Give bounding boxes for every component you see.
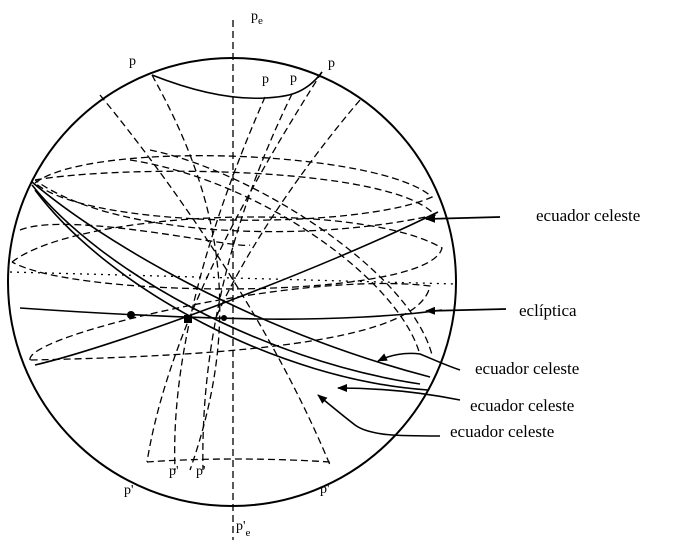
pole-label-top-mid-a: p: [262, 72, 269, 87]
pole-label-top-right: p: [328, 56, 335, 71]
meridian-6: [214, 99, 361, 321]
callout-arrow-equator-1: [425, 214, 501, 223]
ecliptic-point-2: [184, 315, 192, 323]
celestial-equator-3: [34, 189, 429, 391]
pole-label-bottom-mid-b: p': [196, 464, 206, 479]
dotted-horizontal-line: [9, 271, 457, 285]
ecliptic-point-1: [127, 311, 135, 319]
top-chord: [151, 71, 323, 100]
dashed-ellipse-right: [149, 149, 433, 356]
dashed-ellipse-middle: [11, 216, 443, 290]
callout-label-ecliptic: eclíptica: [519, 301, 577, 320]
callout-label-equator-2: ecuador celeste: [475, 359, 579, 378]
callout-label-equator-3: ecuador celeste: [470, 396, 574, 415]
ecliptic-line: [19, 307, 443, 320]
dashed-ellipse-left: [19, 223, 251, 247]
pole-label-bottom-right: p': [320, 482, 330, 497]
pole-label-bottom-mid-a: p': [169, 464, 179, 479]
callout-label-equator-4: ecuador celeste: [450, 422, 554, 441]
pole-label-bottom-left: p': [124, 483, 134, 498]
celestial-equator-2: [31, 184, 421, 385]
pole-label-top-left: p: [129, 54, 136, 69]
pole-label-bottom-axis: p'e: [236, 519, 251, 539]
dashed-ellipse-upper-2: [34, 170, 437, 233]
sphere-outline: [7, 57, 457, 507]
ecliptic-point-3: [221, 315, 227, 321]
meridian-2: [174, 96, 266, 471]
dashed-ellipse-lower: [29, 282, 431, 361]
dashed-ellipse-right-2: [129, 159, 421, 356]
pole-label-top-mid-b: p: [290, 71, 297, 86]
callout-label-equator-1: ecuador celeste: [536, 206, 640, 225]
pole-label-top-axis: pe: [251, 9, 263, 27]
meridian-1: [151, 74, 221, 471]
meridian-5: [99, 94, 331, 466]
callout-arrow-equator-2: [377, 352, 461, 371]
callout-arrow-equator-3: [337, 384, 461, 401]
meridian-4: [146, 71, 323, 463]
celestial-equator-main: [34, 211, 439, 366]
bottom-chord: [146, 458, 331, 463]
celestial-equator-1: [31, 181, 431, 378]
callout-arrow-equator-4: [317, 394, 441, 437]
dashed-ellipse-upper: [34, 155, 434, 221]
callout-arrow-ecliptic: [425, 306, 507, 315]
